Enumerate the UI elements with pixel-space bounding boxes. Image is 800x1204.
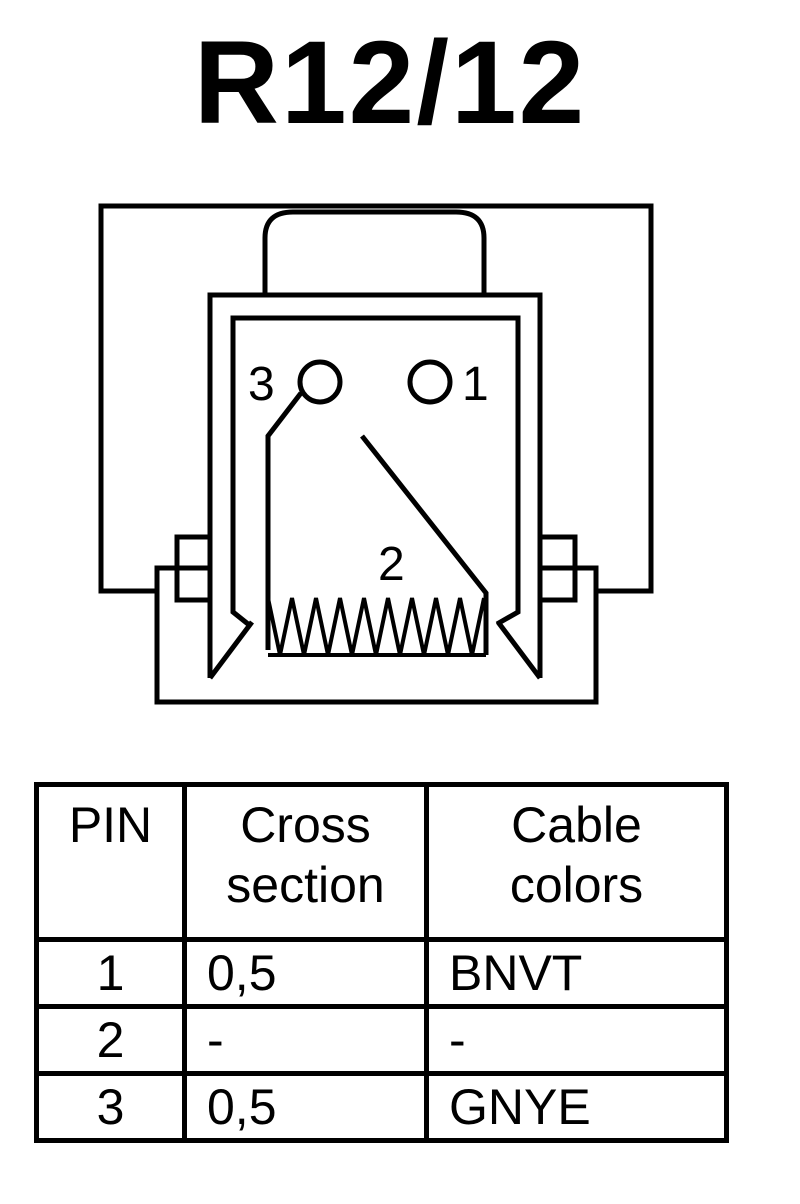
pin-1-label: 1 [462,358,489,411]
row-2-pin: 2 [34,1004,187,1076]
connector-base-bracket [154,565,599,705]
row-3-cable-color: GNYE [424,1071,729,1143]
header-cable-colors: Cable colors [424,782,729,942]
header-cable-colors-line-2: colors [509,857,644,913]
row-2-cross-section: - [182,1004,429,1076]
table-row: 1 0,5 BNVT [34,937,729,1009]
row-1-cross-section: 0,5 [182,937,429,1009]
header-cross-section: Cross section [182,782,429,942]
pin-3-wire [265,391,303,650]
row-3-cross-section: 0,5 [182,1071,429,1143]
connector-left-chamfer [208,620,254,680]
table-row: 3 0,5 GNYE [34,1071,729,1143]
row-1-pin: 1 [34,937,187,1009]
connector-diagram: 3 1 2 [98,203,654,705]
pin-1-contact [407,359,453,405]
pin-3-contact [297,359,343,405]
connector-top-cap [262,209,487,295]
connector-outer-housing [98,203,654,594]
header-cable-colors-line-1: Cable [511,797,642,853]
pin-assignment-table: PIN Cross section Cable colors 1 0,5 BNV… [34,782,729,1143]
row-2-cable-color: - [424,1004,729,1076]
header-cross-section-line-1: Cross [240,797,371,853]
pin-2-label: 2 [378,538,405,591]
pin-3-label: 3 [248,358,275,411]
table-header-row: PIN Cross section Cable colors [34,782,729,942]
header-cross-section-line-2: section [226,857,385,913]
row-3-pin: 3 [34,1071,187,1143]
diagram-title: R12/12 [193,17,587,149]
table-row: 2 - - [34,1004,729,1076]
connector-insert-outer [207,292,543,678]
spring-contact [266,597,486,657]
header-pin: PIN [34,782,187,942]
pin-2-wire [360,434,489,655]
connector-insert-inner [230,315,521,627]
row-1-cable-color: BNVT [424,937,729,1009]
connector-right-chamfer [496,620,542,680]
header-pin-text: PIN [68,797,153,853]
